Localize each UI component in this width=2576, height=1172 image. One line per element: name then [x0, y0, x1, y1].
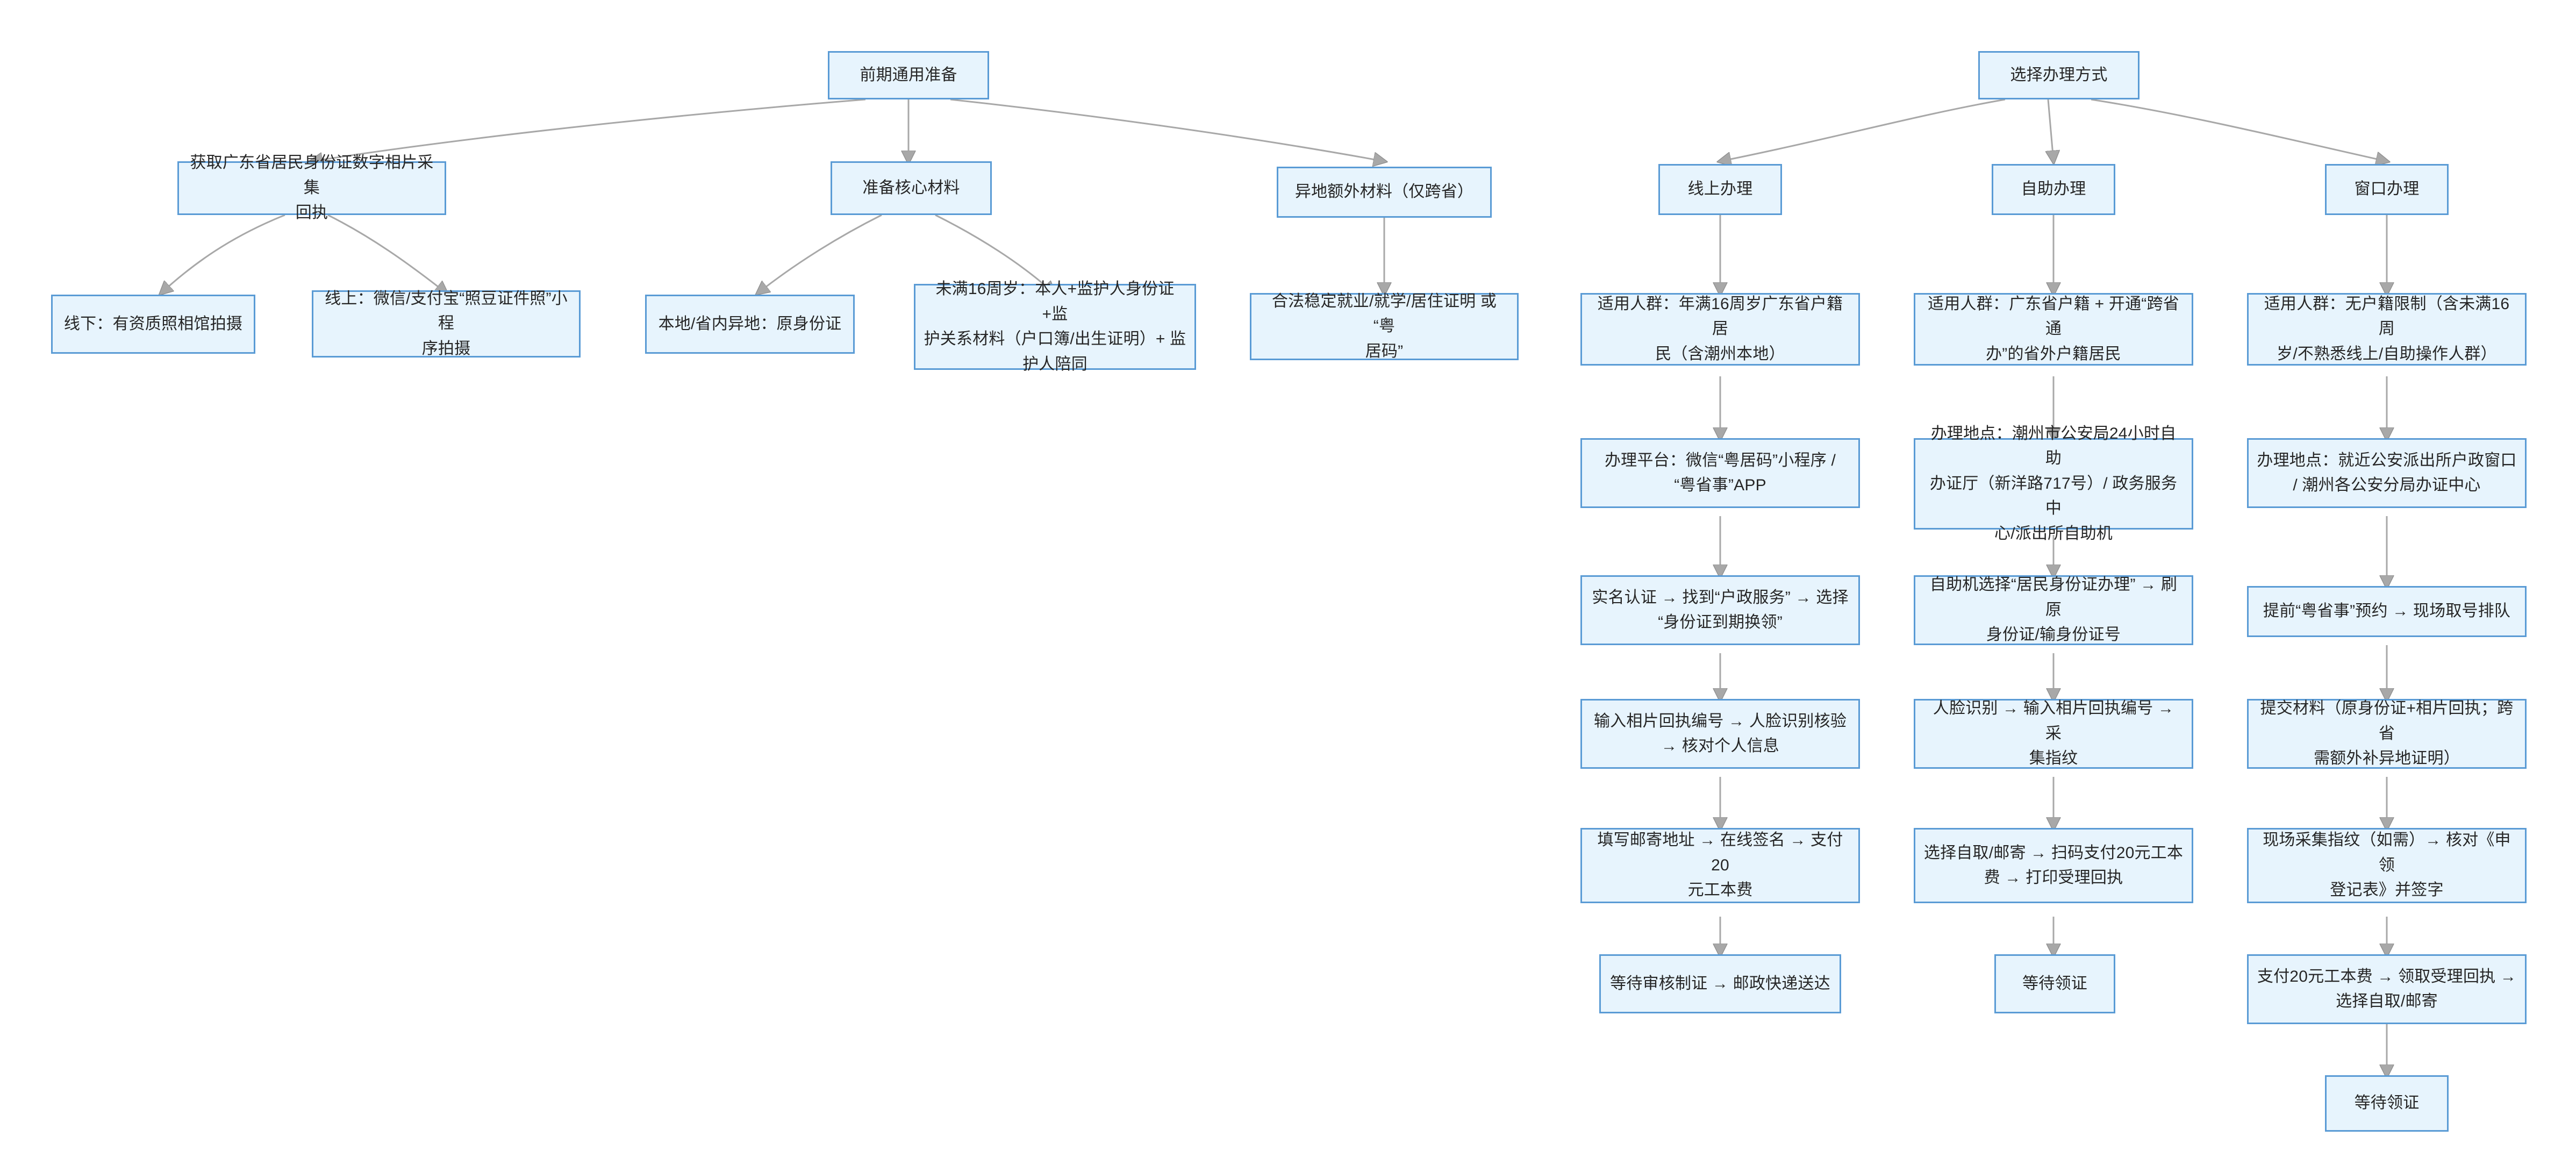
node-prep-core-minor[interactable]: 未满16周岁：本人+监护人身份证+监 护关系材料（户口簿/出生证明）+ 监 护人…: [914, 280, 1196, 373]
node-label: 等待领证: [2354, 1094, 2420, 1112]
node-label: 合法稳定就业/就学/居住证明 或 “粤 居码”: [1271, 292, 1497, 360]
node-online-step-6[interactable]: 等待审核制证 → 邮政快递送达: [1599, 954, 1841, 1013]
node-label: 选择自取/邮寄 → 扫码支付20元工本 费 → 打印受理回执: [1923, 844, 2184, 887]
node-prep-photo-offline[interactable]: 线下：有资质照相馆拍摄: [51, 295, 255, 354]
node-label: 窗口办理: [2354, 180, 2420, 198]
node-label: 人脸识别 → 输入相片回执编号 → 采 集指纹: [1933, 699, 2174, 768]
node-label: 获取广东省居民身份证数字相片采集 回执: [190, 154, 434, 222]
node-label: 未满16周岁：本人+监护人身份证+监 护关系材料（户口簿/出生证明）+ 监 护人…: [924, 280, 1186, 373]
node-self-step-1[interactable]: 适用人群：广东省户籍 + 开通“跨省通 办”的省外户籍居民: [1914, 293, 2193, 366]
node-online-step-5[interactable]: 填写邮寄地址 → 在线签名 → 支付20 元工本费: [1580, 828, 1860, 903]
node-label: 本地/省内异地：原身份证: [658, 315, 842, 333]
node-window-step-6[interactable]: 支付20元工本费 → 领取受理回执 → 选择自取/邮寄: [2247, 954, 2527, 1024]
node-window-step-3[interactable]: 提前“粤省事”预约 → 现场取号排队: [2247, 586, 2527, 637]
node-label: 前期通用准备: [860, 66, 957, 84]
node-prep-core-local[interactable]: 本地/省内异地：原身份证: [645, 295, 855, 354]
node-label: 提前“粤省事”预约 → 现场取号排队: [2263, 602, 2511, 620]
node-window-step-7[interactable]: 等待领证: [2325, 1075, 2449, 1132]
node-label: 支付20元工本费 → 领取受理回执 → 选择自取/邮寄: [2257, 967, 2517, 1011]
node-label: 等待领证: [2022, 974, 2087, 992]
node-prep-photo-online[interactable]: 线上：微信/支付宝“照豆证件照”小程 序拍摄: [312, 290, 581, 358]
node-label: 办理地点：就近公安派出所户政窗口 / 潮州各公安分局办证中心: [2257, 451, 2517, 495]
node-method-root[interactable]: 选择办理方式: [1978, 51, 2139, 99]
node-prep-root[interactable]: 前期通用准备: [828, 51, 989, 99]
node-label: 选择办理方式: [2010, 66, 2108, 84]
node-label: 办理平台：微信“粤居码”小程序 / “粤省事”APP: [1604, 451, 1836, 495]
node-label: 线下：有资质照相馆拍摄: [63, 315, 243, 333]
node-window-step-2[interactable]: 办理地点：就近公安派出所户政窗口 / 潮州各公安分局办证中心: [2247, 438, 2527, 508]
node-label: 异地额外材料（仅跨省）: [1294, 183, 1474, 201]
node-window-root[interactable]: 窗口办理: [2325, 164, 2449, 215]
node-self-step-2[interactable]: 办理地点：潮州市公安局24小时自助 办证厅（新洋路717号）/ 政务服务中 心/…: [1914, 425, 2193, 542]
node-label: 适用人群：无户籍限制（含未满16周 岁/不熟悉线上/自助操作人群）: [2264, 295, 2510, 363]
node-online-root[interactable]: 线上办理: [1658, 164, 1782, 215]
node-self-step-6[interactable]: 等待领证: [1994, 954, 2115, 1013]
node-prep-core[interactable]: 准备核心材料: [831, 161, 992, 215]
node-label: 自助机选择“居民身份证办理” → 刷原 身份证/输身份证号: [1929, 576, 2178, 644]
node-self-step-5[interactable]: 选择自取/邮寄 → 扫码支付20元工本 费 → 打印受理回执: [1914, 828, 2193, 903]
node-label: 输入相片回执编号 → 人脸识别核验 → 核对个人信息: [1593, 712, 1847, 755]
node-self-step-4[interactable]: 人脸识别 → 输入相片回执编号 → 采 集指纹: [1914, 699, 2193, 769]
node-prep-remote-proof[interactable]: 合法稳定就业/就学/居住证明 或 “粤 居码”: [1250, 292, 1519, 360]
node-label: 线上：微信/支付宝“照豆证件照”小程 序拍摄: [325, 289, 568, 358]
node-online-step-3[interactable]: 实名认证 → 找到“户政服务” → 选择 “身份证到期换领”: [1580, 575, 1860, 645]
node-label: 等待审核制证 → 邮政快递送达: [1610, 974, 1830, 992]
node-label: 适用人群：年满16周岁广东省户籍居 民（含潮州本地）: [1597, 295, 1843, 363]
node-label: 适用人群：广东省户籍 + 开通“跨省通 办”的省外户籍居民: [1928, 295, 2179, 363]
node-online-step-2[interactable]: 办理平台：微信“粤居码”小程序 / “粤省事”APP: [1580, 438, 1860, 508]
node-online-step-4[interactable]: 输入相片回执编号 → 人脸识别核验 → 核对个人信息: [1580, 699, 1860, 769]
node-label: 现场采集指纹（如需）→ 核对《申领 登记表》并签字: [2263, 831, 2511, 899]
node-prep-photo[interactable]: 获取广东省居民身份证数字相片采集 回执: [177, 154, 446, 221]
node-window-step-4[interactable]: 提交材料（原身份证+相片回执；跨省 需额外补异地证明）: [2247, 699, 2527, 769]
node-window-step-1[interactable]: 适用人群：无户籍限制（含未满16周 岁/不熟悉线上/自助操作人群）: [2247, 293, 2527, 366]
node-prep-remote[interactable]: 异地额外材料（仅跨省）: [1277, 167, 1492, 218]
node-label: 实名认证 → 找到“户政服务” → 选择 “身份证到期换领”: [1592, 588, 1849, 632]
node-label: 提交材料（原身份证+相片回执；跨省 需额外补异地证明）: [2260, 699, 2514, 768]
node-label: 办理地点：潮州市公安局24小时自助 办证厅（新洋路717号）/ 政务服务中 心/…: [1929, 424, 2178, 542]
node-label: 填写邮寄地址 → 在线签名 → 支付20 元工本费: [1597, 831, 1843, 899]
node-label: 自助办理: [2021, 180, 2086, 198]
node-label: 准备核心材料: [862, 178, 960, 197]
node-self-root[interactable]: 自助办理: [1992, 164, 2115, 215]
node-self-step-3[interactable]: 自助机选择“居民身份证办理” → 刷原 身份证/输身份证号: [1914, 575, 2193, 645]
node-label: 线上办理: [1687, 180, 1753, 198]
node-online-step-1[interactable]: 适用人群：年满16周岁广东省户籍居 民（含潮州本地）: [1580, 293, 1860, 366]
node-window-step-5[interactable]: 现场采集指纹（如需）→ 核对《申领 登记表》并签字: [2247, 828, 2527, 903]
